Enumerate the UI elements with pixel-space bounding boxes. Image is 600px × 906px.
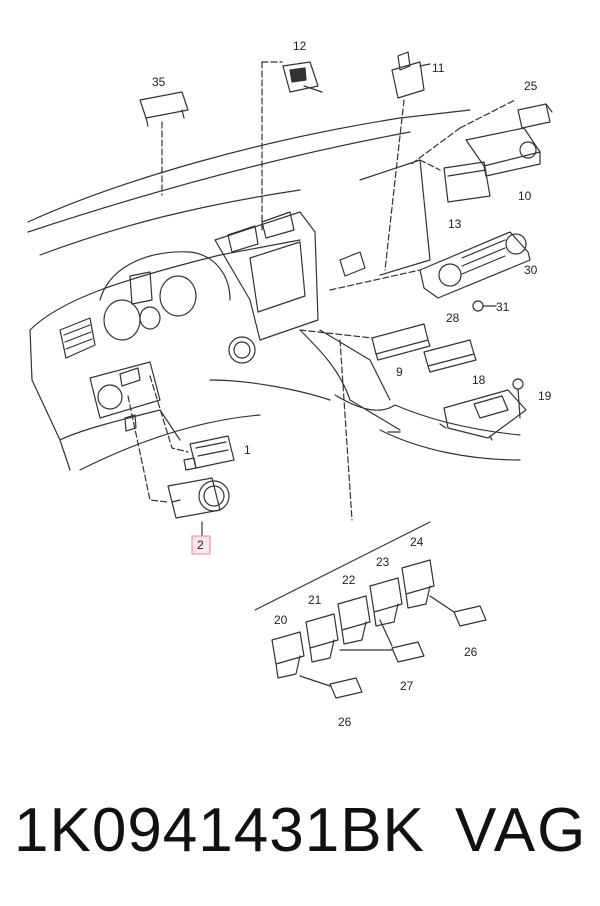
- callout-24: 24: [410, 535, 424, 549]
- callout-12: 12: [293, 39, 307, 53]
- callout-27: 27: [400, 679, 414, 693]
- brand-label: VAG: [455, 796, 588, 865]
- callout-2: 2: [197, 538, 204, 552]
- part-2-headlight-switch: [167, 477, 230, 519]
- callout-13: 13: [448, 217, 462, 231]
- callout-20: 20: [274, 613, 288, 627]
- callout-35: 35: [152, 75, 166, 89]
- callout-26-top: 26: [464, 645, 478, 659]
- part-31-screw: [472, 300, 497, 312]
- callout-22: 22: [342, 573, 356, 587]
- part-18-module: [439, 389, 527, 441]
- part-35-cover: [139, 91, 189, 127]
- part-9-strip: [371, 323, 431, 361]
- part-number: 1K0941431BK: [14, 796, 425, 865]
- part-12-sensor: [282, 61, 323, 93]
- callout-18: 18: [472, 373, 486, 387]
- callout-21: 21: [308, 593, 322, 607]
- part-30-climate-panel: [419, 231, 531, 299]
- part-1-switch: [183, 435, 235, 471]
- callout-10: 10: [518, 189, 532, 203]
- callout-28: 28: [446, 311, 460, 325]
- part-25-cover: [517, 103, 553, 129]
- parts-diagram: 35 12 11 25 10 13 30 31 28 9 18 19 1 2 2…: [27, 39, 553, 729]
- callout-9: 9: [396, 365, 403, 379]
- part-10-switch: [465, 127, 541, 177]
- callout-23: 23: [376, 555, 390, 569]
- part-11-bracket: [391, 51, 431, 99]
- part-2-highlight: [191, 535, 211, 555]
- callout-19: 19: [538, 389, 552, 403]
- callout-30: 30: [524, 263, 538, 277]
- switch-group-20-24: [254, 521, 487, 699]
- callout-31: 31: [496, 300, 510, 314]
- part-19-screw: [512, 378, 524, 419]
- callout-1: 1: [244, 443, 251, 457]
- callout-26-bottom: 26: [338, 715, 352, 729]
- part-13-switch: [443, 161, 491, 203]
- callout-11: 11: [432, 61, 445, 75]
- part-28-strip: [423, 339, 477, 373]
- callout-25: 25: [524, 79, 538, 93]
- dashboard-outline: [27, 109, 521, 471]
